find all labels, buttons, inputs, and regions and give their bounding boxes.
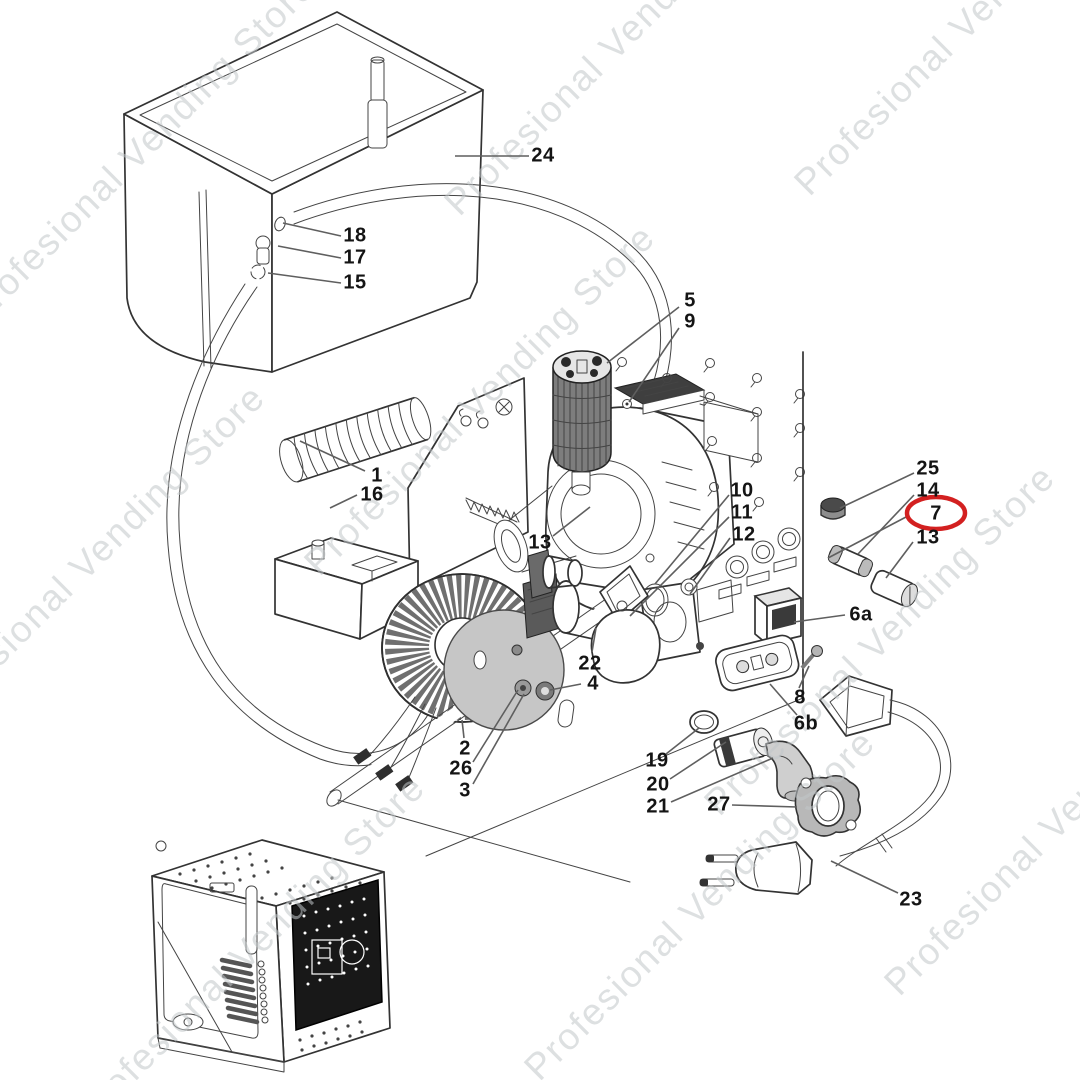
part-label-8: 8 bbox=[794, 686, 806, 709]
cutaway-details bbox=[302, 897, 370, 986]
highlight-circle bbox=[904, 494, 968, 532]
part-label-23: 23 bbox=[899, 888, 923, 911]
leader-line-26 bbox=[472, 689, 519, 763]
leader-line-13a bbox=[885, 541, 914, 579]
leader-line-14 bbox=[857, 494, 915, 555]
keyhole-pattern bbox=[615, 357, 805, 512]
part-label-11: 11 bbox=[730, 501, 754, 524]
wires bbox=[353, 696, 437, 792]
leader-line-6a bbox=[793, 614, 846, 623]
leader-line-5 bbox=[606, 306, 680, 364]
leader-line-18 bbox=[282, 222, 342, 237]
leader-line-12 bbox=[689, 537, 731, 595]
leader-line-16 bbox=[329, 494, 358, 509]
water-tank-drawing bbox=[123, 11, 484, 373]
corrugated-hose bbox=[279, 396, 432, 483]
fuse bbox=[827, 545, 874, 578]
front-vents bbox=[219, 957, 260, 1025]
power-plug-23 bbox=[699, 841, 813, 895]
back-panel-holes bbox=[615, 357, 805, 512]
leader-line-9 bbox=[628, 327, 680, 403]
leader-line-17 bbox=[277, 245, 342, 259]
power-cable bbox=[835, 699, 952, 867]
part-label-25: 25 bbox=[916, 457, 940, 480]
leader-line-19 bbox=[665, 727, 700, 755]
cap-25 bbox=[820, 497, 846, 520]
gaskets bbox=[590, 553, 698, 684]
part-label-1: 1 bbox=[371, 464, 383, 487]
part-label-20: 20 bbox=[646, 773, 670, 796]
leader-line-6b bbox=[769, 683, 798, 716]
part-label-14: 14 bbox=[916, 479, 940, 502]
leader-line-15 bbox=[267, 272, 342, 284]
part-label-16: 16 bbox=[360, 483, 384, 506]
part-label-6b: 6b bbox=[793, 712, 819, 735]
cabinet-drawing bbox=[151, 839, 391, 1073]
part-label-10: 10 bbox=[730, 479, 754, 502]
rocker-switch-6a bbox=[753, 587, 803, 659]
outlet-parts bbox=[689, 710, 862, 837]
leader-line-10 bbox=[654, 494, 730, 585]
part-label-19: 19 bbox=[645, 749, 669, 772]
part-label-27: 27 bbox=[707, 793, 731, 816]
fuse-holder bbox=[870, 569, 918, 608]
leader-line-3 bbox=[472, 693, 525, 785]
leader-line-7 bbox=[827, 516, 907, 559]
frame-lines bbox=[337, 697, 804, 883]
leader-line-21 bbox=[670, 757, 774, 803]
leader-line-8 bbox=[798, 665, 810, 689]
vent-circles bbox=[257, 960, 269, 1024]
part-label-3: 3 bbox=[459, 779, 471, 802]
part-label-13b: 13 bbox=[528, 531, 552, 554]
part-label-9: 9 bbox=[684, 310, 696, 333]
part-label-5: 5 bbox=[684, 289, 696, 312]
cord-connector bbox=[819, 675, 893, 737]
leader-line-27 bbox=[731, 804, 798, 808]
leader-line-23 bbox=[830, 860, 899, 894]
part-label-22: 22 bbox=[578, 652, 602, 675]
part-label-2: 2 bbox=[459, 737, 471, 760]
part-label-4: 4 bbox=[587, 672, 599, 695]
part-label-15: 15 bbox=[343, 271, 367, 294]
fill-pipe bbox=[367, 56, 388, 149]
part-label-26: 26 bbox=[449, 757, 473, 780]
screw-8 bbox=[800, 645, 823, 670]
leader-line-2 bbox=[461, 719, 465, 739]
part-label-24: 24 bbox=[531, 144, 555, 167]
tank-fittings bbox=[250, 216, 286, 280]
leader-line-22 bbox=[591, 627, 597, 653]
box-assembly bbox=[274, 537, 419, 640]
leader-line-25 bbox=[839, 472, 915, 509]
power-inlet-6b bbox=[715, 634, 800, 692]
part-label-7: 7 bbox=[930, 502, 942, 525]
part-label-13a: 13 bbox=[916, 526, 940, 549]
leader-line-13b bbox=[552, 506, 591, 537]
clamp-27 bbox=[794, 774, 862, 837]
solenoid-valve bbox=[527, 549, 583, 599]
cutaway-panel bbox=[291, 878, 383, 1032]
right-panel bbox=[696, 351, 804, 699]
part-label-18: 18 bbox=[343, 224, 367, 247]
right-small-parts bbox=[699, 497, 952, 895]
knockout-holes bbox=[696, 527, 801, 623]
leader-line-1 bbox=[299, 440, 366, 472]
part-label-6a: 6a bbox=[849, 603, 873, 626]
leader-line-4 bbox=[549, 683, 582, 691]
leader-line-20 bbox=[669, 741, 727, 780]
filter-cylinder bbox=[552, 350, 612, 496]
part-label-21: 21 bbox=[646, 795, 670, 818]
part-label-12: 12 bbox=[732, 523, 756, 546]
part-label-17: 17 bbox=[343, 246, 367, 269]
side-perforations bbox=[298, 1020, 364, 1052]
leader-line-11 bbox=[629, 516, 730, 617]
